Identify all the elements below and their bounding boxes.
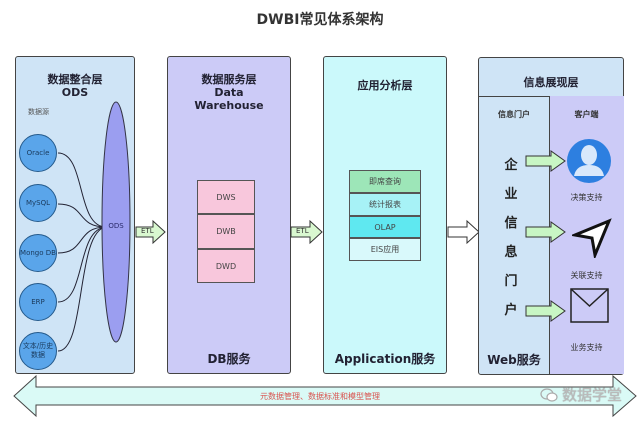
portal-char-6: 户 xyxy=(504,303,518,318)
app-panel-title: 应用分析层 xyxy=(357,79,413,92)
application-panel: 应用分析层 即席查询 统计报表 OLAP EIS应用 Application服务 xyxy=(323,56,447,374)
watermark-text: 数据学堂 xyxy=(562,386,623,404)
portal-char-2: 业 xyxy=(504,187,518,202)
metadata-management-label: 元数据管理、数据标准和模型管理 xyxy=(260,392,380,401)
ods-title-line2: ODS xyxy=(61,86,89,99)
client-label-business: 业务支持 xyxy=(570,343,603,352)
user-icon xyxy=(567,139,611,183)
portal-arrow-1 xyxy=(525,150,566,172)
diagram-title: DWBI常见体系架构 xyxy=(256,12,384,28)
layer-dwb: DWB xyxy=(197,214,255,249)
source-erp: ERP xyxy=(19,283,57,321)
sources-label: 数据源 xyxy=(28,108,49,116)
portal-char-5: 门 xyxy=(504,274,518,289)
dw-title-line2: Data xyxy=(214,86,244,99)
etl-label-1: ETL xyxy=(141,227,154,235)
connector-erp xyxy=(57,226,107,303)
app-footer: Application服务 xyxy=(334,352,436,366)
portal-char-3: 信 xyxy=(504,216,518,231)
portal-char-1: 企 xyxy=(504,158,518,173)
source-text-history: 文本/历史数据 xyxy=(19,332,57,370)
ods-panel-title: 数据整合层 ODS xyxy=(16,73,134,99)
connector-oracle xyxy=(57,152,107,228)
wechat-icon xyxy=(540,387,558,402)
client-header: 客户端 xyxy=(574,110,599,119)
app-item-eis: EIS应用 xyxy=(349,238,421,261)
source-connectors xyxy=(57,101,131,352)
metadata-management-bar xyxy=(13,374,637,418)
flow-arrow-3 xyxy=(447,219,480,245)
dw-title-line1: 数据服务层 xyxy=(201,73,257,86)
client-label-decision: 决策支持 xyxy=(570,193,603,202)
envelope-icon xyxy=(570,288,609,323)
ods-ellipse xyxy=(101,101,131,343)
portal-char-4: 息 xyxy=(504,245,518,260)
etl-arrow-2 xyxy=(290,219,323,245)
portal-arrow-3 xyxy=(525,300,566,322)
connector-mongodb xyxy=(57,226,107,254)
etl-arrow-1 xyxy=(135,219,166,245)
app-item-statistic-report: 统计报表 xyxy=(349,193,421,216)
portal-arrow-2 xyxy=(525,221,566,243)
layer-dws: DWS xyxy=(197,180,255,214)
dw-panel-title: 数据服务层 Data Warehouse xyxy=(168,73,290,112)
dw-footer: DB服务 xyxy=(207,352,251,366)
navigation-arrow-icon xyxy=(572,218,612,258)
watermark: 数据学堂 xyxy=(540,384,622,405)
connector-mysql xyxy=(57,203,107,228)
ods-title-line1: 数据整合层 xyxy=(47,73,103,86)
info-panel-title: 信息展现层 xyxy=(523,76,579,89)
ods-ellipse-label: ODS xyxy=(108,222,124,230)
source-mongodb: Mongo DB xyxy=(19,234,57,272)
layer-dwd: DWD xyxy=(197,249,255,283)
data-warehouse-panel: 数据服务层 Data Warehouse DWS DWB DWD DB服务 xyxy=(167,56,291,374)
etl-label-2: ETL xyxy=(296,227,309,235)
client-label-association: 关联支持 xyxy=(570,271,603,280)
ods-panel: 数据整合层 ODS 数据源 Oracle MySQL Mongo DB ERP … xyxy=(15,56,135,374)
dw-title-line3: Warehouse xyxy=(194,99,264,112)
source-mysql: MySQL xyxy=(19,184,57,222)
portal-footer: Web服务 xyxy=(487,353,541,367)
source-oracle: Oracle xyxy=(19,134,57,172)
app-item-adhoc-query: 即席查询 xyxy=(349,170,421,193)
app-item-olap: OLAP xyxy=(349,216,421,238)
info-display-panel: 信息展现层 信息门户 客户端 企 业 信 息 门 户 决策支持 关联支持 xyxy=(478,57,624,375)
portal-header: 信息门户 xyxy=(498,110,530,119)
connector-text xyxy=(57,226,107,352)
